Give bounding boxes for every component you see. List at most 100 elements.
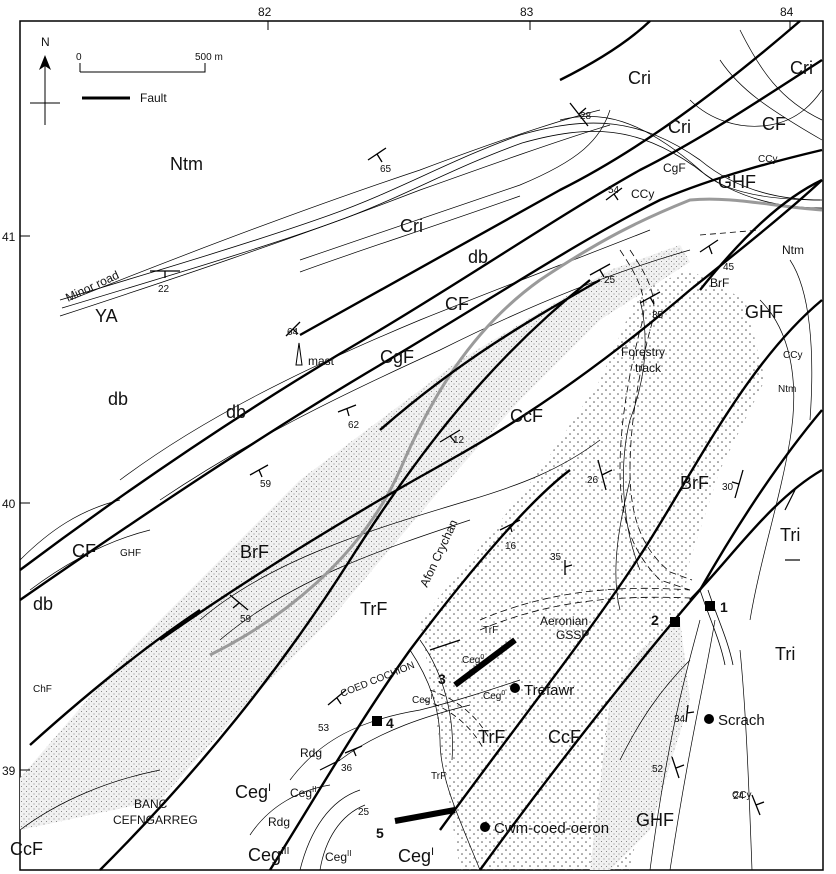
banc-label-1: BANC <box>134 797 168 811</box>
unit-ccf-bottom: CcF <box>10 839 43 859</box>
unit-trf-mid: TrF <box>360 599 387 619</box>
unit-ceg-ii-a: CegII <box>290 785 316 800</box>
site-1-marker <box>705 601 715 611</box>
unit-db-center: db <box>226 402 246 422</box>
unit-ceg-ii-b: CegII <box>325 849 351 864</box>
dip-values: 28 65 54 45 22 25 35 64 62 12 59 26 16 3… <box>158 111 745 818</box>
dip-symbols <box>150 102 765 816</box>
north-arrow: N <box>30 35 60 125</box>
unit-db-left: db <box>108 389 128 409</box>
banc-label-2: CEFNGARREG <box>113 813 198 827</box>
unit-rdg-1: Rdg <box>300 746 322 760</box>
unit-ccy-right: CCy <box>783 350 802 361</box>
dip-25-top: 25 <box>604 275 616 286</box>
site-4-label: 4 <box>386 715 394 731</box>
unit-ccy-mid: CCy <box>631 187 654 201</box>
unit-ccy-bottom: CCy <box>732 790 751 801</box>
fault-arrows <box>319 489 800 771</box>
site-5-label: 5 <box>376 825 384 841</box>
unit-db-mid: db <box>468 247 488 267</box>
dip-54: 54 <box>608 185 620 196</box>
dip-25-low: 25 <box>358 807 370 818</box>
stippled-units <box>20 245 765 870</box>
unit-cri-left: Cri <box>400 216 423 236</box>
forestry-label-1: Forestry <box>621 345 665 359</box>
unit-tri-top: Tri <box>780 525 800 545</box>
unit-trf-lower: TrF <box>478 727 505 747</box>
grid-top-83: 83 <box>520 5 534 19</box>
faults <box>19 20 823 871</box>
mast-icon <box>295 342 303 366</box>
unit-cgf-top: CgF <box>663 161 686 175</box>
site-2-marker <box>670 617 680 627</box>
forestry-label-2: track <box>635 361 662 375</box>
dip-35-mid: 35 <box>550 552 562 563</box>
unit-cri-top: Cri <box>628 68 651 88</box>
grid-left-40: 40 <box>2 497 16 511</box>
dip-59-top: 59 <box>260 479 272 490</box>
dip-26: 26 <box>587 475 599 486</box>
unit-ceg-i-small: CegI <box>412 694 432 706</box>
unit-ceg-i-bottom: CegI <box>398 846 434 866</box>
unit-db-lowleft: db <box>33 594 53 614</box>
sites <box>372 601 715 832</box>
unit-ghf-bottom: GHF <box>636 810 674 830</box>
scale-bar: 0 500 m <box>76 52 223 73</box>
unit-ntm: Ntm <box>170 154 203 174</box>
aeronian-label-1: Aeronian <box>540 614 588 628</box>
unit-trf-tiny: TrF <box>431 771 446 782</box>
dip-65: 65 <box>380 164 392 175</box>
unit-ghf-top: GHF <box>718 172 756 192</box>
legend: Fault <box>82 91 167 105</box>
site-5-marker <box>394 807 456 824</box>
grid-top-84: 84 <box>780 5 794 19</box>
grid-left-39: 39 <box>2 764 16 778</box>
legend-fault-label: Fault <box>140 91 167 105</box>
unit-ya: YA <box>95 306 118 326</box>
river-afon-crychan <box>209 197 823 657</box>
place-cwm-coed-oeron: Cwm-coed-oeron <box>494 820 609 837</box>
dip-22: 22 <box>158 284 170 295</box>
roads <box>59 122 823 751</box>
unit-ntm-small: Ntm <box>778 384 796 395</box>
mast-label: mast <box>308 354 335 368</box>
site-3-label: 3 <box>438 671 446 687</box>
dip-64: 64 <box>287 327 299 338</box>
unit-ccy-top: CCy <box>758 154 777 165</box>
unit-rdg-2: Rdg <box>268 815 290 829</box>
trefawr-dot <box>510 683 520 693</box>
unit-ceg-iii: CegIII <box>248 845 289 865</box>
unit-ceg-0-b: Ceg0 <box>483 690 505 702</box>
unit-ccf-lower: CcF <box>548 727 581 747</box>
unit-trf-small: TrF <box>483 625 498 636</box>
north-label: N <box>41 35 50 49</box>
site-4-marker <box>372 716 382 726</box>
unit-labels: Ntm Cri Cri Cri Cri CF CgF GHF CCy CCy d… <box>10 58 813 859</box>
dip-12: 12 <box>453 435 465 446</box>
unit-cgf-mid: CgF <box>380 347 414 367</box>
unit-chf: ChF <box>33 684 52 695</box>
cwm-coed-oeron-dot <box>480 822 490 832</box>
site-labels: 1 2 3 4 5 <box>376 599 728 841</box>
unit-ccf-top: CcF <box>510 406 543 426</box>
dip-35-top: 35 <box>652 310 664 321</box>
dip-30: 30 <box>722 482 734 493</box>
dip-52: 52 <box>652 764 664 775</box>
unit-tri-lower: Tri <box>775 644 795 664</box>
place-trefawr: Trefawr <box>524 682 574 699</box>
unit-brf-top: BrF <box>710 276 729 290</box>
grid-left-41: 41 <box>2 230 16 244</box>
dip-45: 45 <box>723 262 735 273</box>
aeronian-label-2: GSSP <box>556 628 589 642</box>
unit-cri-mid: Cri <box>668 117 691 137</box>
scale-zero: 0 <box>76 52 82 63</box>
unit-ceg-i-left: CegI <box>235 782 271 802</box>
unit-brf-left: BrF <box>240 542 269 562</box>
place-labels: Trefawr Scrach Cwm-coed-oeron <box>494 682 765 837</box>
scrach-dot <box>704 714 714 724</box>
unit-cf-right: CF <box>762 114 786 134</box>
site-1-label: 1 <box>720 599 728 615</box>
unit-ghf-right: GHF <box>745 302 783 322</box>
unit-cri-corner: Cri <box>790 58 813 78</box>
